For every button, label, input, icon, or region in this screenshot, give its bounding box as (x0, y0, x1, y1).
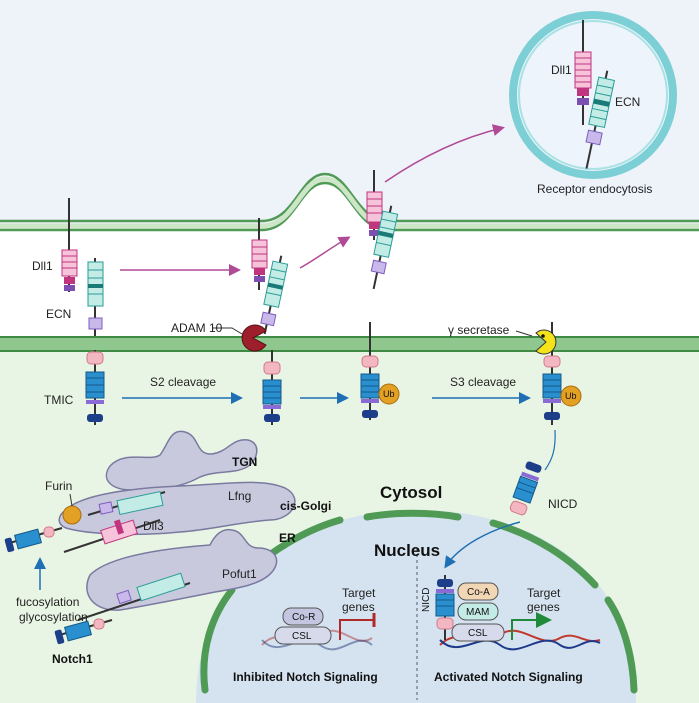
vesicle-ecn-protein (585, 70, 616, 169)
nicd-cytosol (509, 461, 542, 516)
tmic-label: TMIC (44, 393, 74, 407)
vesicle-dll1-label: Dll1 (551, 63, 572, 77)
fucosylation-label: fucosylation (16, 595, 79, 609)
notch1-precursor (54, 618, 113, 645)
complex-2 (251, 218, 289, 425)
target-genes-right-2: genes (527, 600, 560, 614)
adam10-enzyme (241, 324, 267, 352)
nuclear-envelope-right (604, 596, 638, 694)
cytosol-label: Cytosol (380, 483, 442, 502)
nuclear-envelope-left (200, 586, 236, 694)
nucleus-region (196, 510, 636, 703)
gamma-secretase-leader (515, 330, 533, 337)
vesicle-dll1-protein (574, 51, 592, 105)
target-genes-left-1: Target (342, 586, 376, 600)
adam10-leader (213, 327, 243, 335)
dll3-label: Dll3 (143, 519, 164, 533)
mam-label: MAM (466, 607, 489, 618)
lower-membrane (0, 337, 699, 351)
receptor-endocytosis-label: Receptor endocytosis (537, 182, 652, 196)
adam10-label: ADAM 10 (171, 321, 223, 335)
nicd-cytosol-label: NICD (548, 497, 578, 511)
arrow-to-vesicle (384, 124, 505, 183)
csl-right-label: CSL (468, 628, 488, 639)
processed-notch-upper (4, 526, 63, 553)
inhibited-label: Inhibited Notch Signaling (233, 670, 378, 684)
co-r-label: Co-R (292, 612, 315, 623)
glycosylation-label: glycosylation (19, 610, 88, 624)
s2-cleavage-label: S2 cleavage (150, 375, 216, 389)
activated-complex (435, 575, 601, 651)
ecn-label: ECN (46, 307, 71, 321)
arrow-complex2-to-bump (299, 236, 351, 269)
s3-cleavage-label: S3 cleavage (450, 375, 516, 389)
activated-label: Activated Notch Signaling (434, 670, 583, 684)
ub-label-1: Ub (383, 389, 395, 399)
furin-enzyme (62, 505, 82, 525)
dll1-label: Dll1 (32, 259, 53, 273)
tgn-label: TGN (232, 455, 257, 469)
inhibited-complex (261, 607, 376, 651)
ub-complex-2 (542, 322, 582, 425)
cis-golgi-label: cis-Golgi (280, 499, 331, 513)
co-a-label: Co-A (467, 587, 490, 598)
ub-label-2: Ub (565, 391, 577, 401)
er-label: ER (279, 531, 296, 545)
er-notch (77, 572, 191, 621)
golgi-notch-1 (87, 490, 166, 516)
golgi-dll3 (63, 519, 161, 553)
target-genes-right-1: Target (527, 586, 561, 600)
nuclear-envelope-upper-right (489, 519, 599, 589)
nuclear-envelope-top (363, 509, 462, 521)
notch1-label: Notch1 (52, 652, 93, 666)
gamma-secretase-label: γ secretase (448, 323, 510, 337)
csl-left-label: CSL (292, 631, 312, 642)
gamma-secretase-enzyme (535, 329, 557, 355)
nucleus-label: Nucleus (374, 541, 440, 560)
upper-membrane-inner (0, 181, 699, 232)
er-cisterna (86, 528, 278, 611)
furin-label: Furin (45, 479, 72, 493)
lfng-label: Lfng (228, 489, 251, 503)
target-genes-left-2: genes (342, 600, 375, 614)
complex-3-bump (366, 170, 399, 290)
complex-1 (61, 198, 105, 425)
vesicle-ecn-label: ECN (615, 95, 640, 109)
nicd-nucleus-label: NICD (421, 588, 432, 612)
arrow-nicd-to-nucleus (444, 521, 521, 569)
pofut1-label: Pofut1 (222, 567, 257, 581)
endocytic-vesicle (509, 11, 677, 179)
ub-complex-1 (360, 322, 400, 420)
